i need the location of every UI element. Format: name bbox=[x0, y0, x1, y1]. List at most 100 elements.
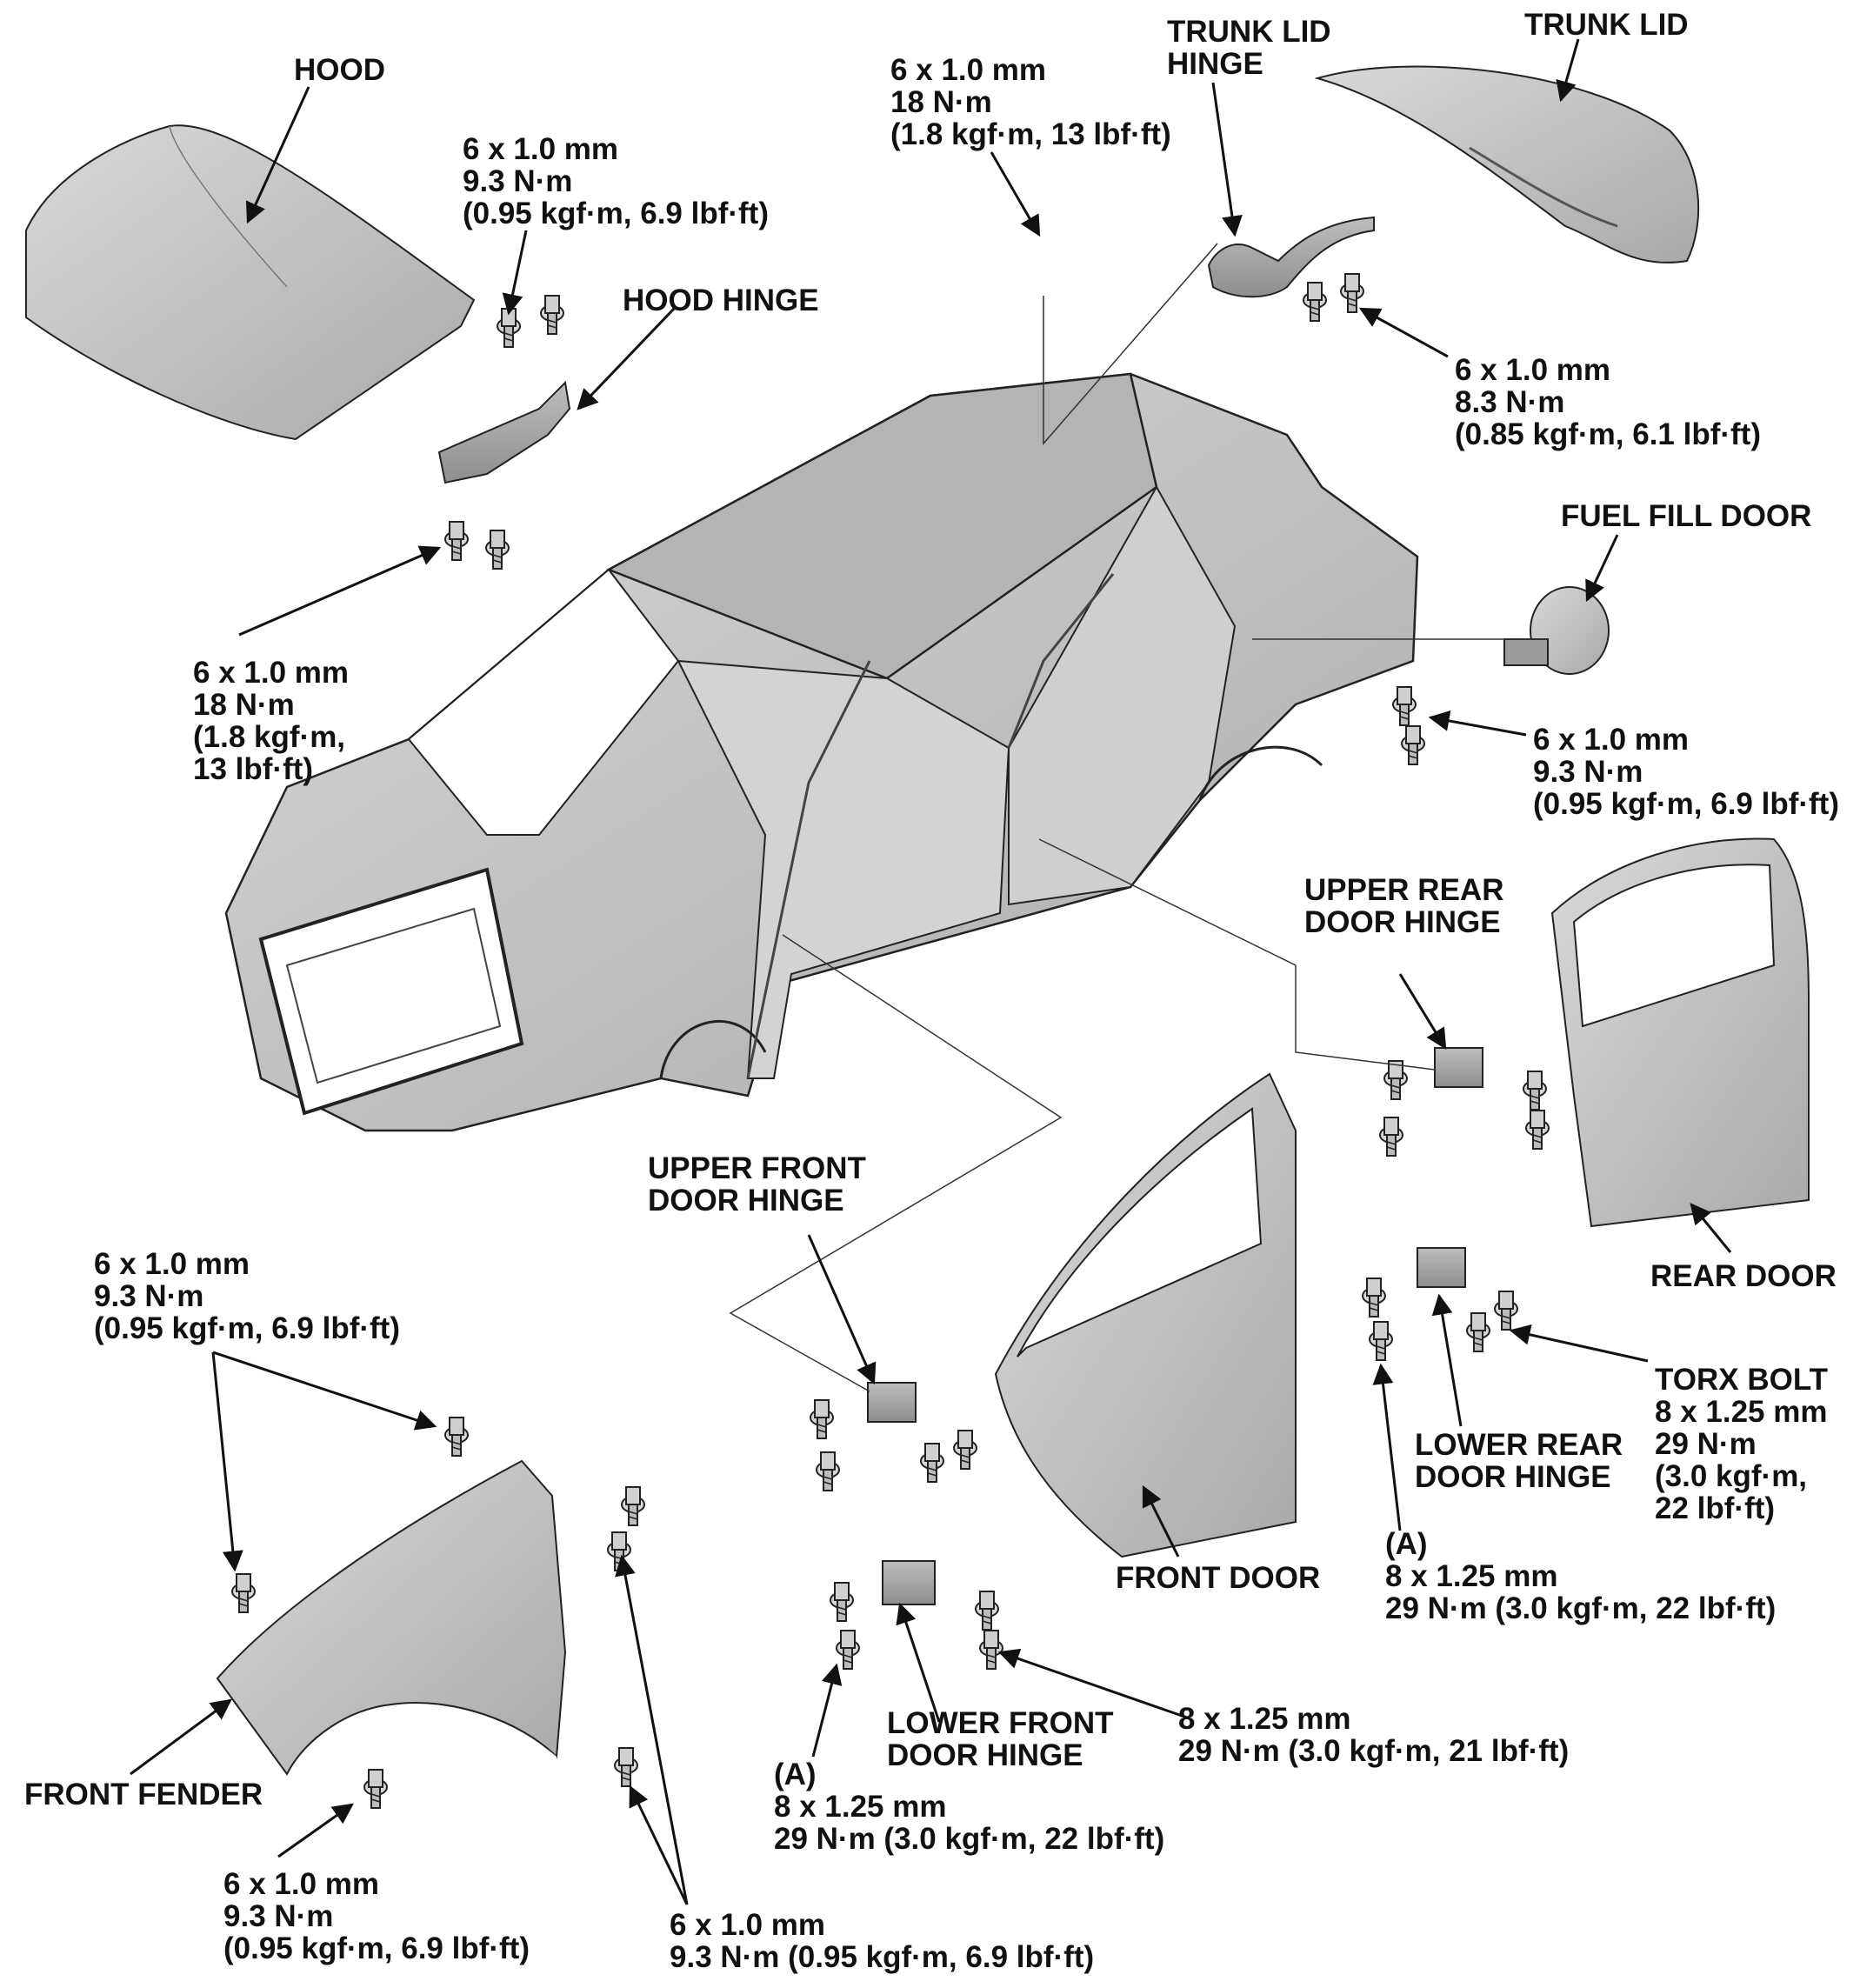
front-hinge-bolt-icon bbox=[953, 1430, 977, 1470]
label-line: (A) bbox=[1385, 1527, 1428, 1561]
label-line: 13 lbf·ft) bbox=[193, 752, 314, 786]
trunk-bolt-icon bbox=[1303, 282, 1327, 322]
label-trunk-lid-hinge: TRUNK LID HINGE bbox=[1167, 16, 1331, 80]
label-line: 6 x 1.0 mm bbox=[193, 656, 349, 690]
label-line: 8 x 1.25 mm bbox=[1385, 1559, 1558, 1593]
label-line: LOWER REAR bbox=[1415, 1428, 1623, 1462]
hood-hinge-part bbox=[437, 380, 571, 484]
lower-front-hinge-part bbox=[882, 1560, 936, 1605]
label-a-rear-torque: (A) 8 x 1.25 mm 29 N·m (3.0 kgf·m, 22 lb… bbox=[1385, 1528, 1776, 1624]
label-line: 8 x 1.25 mm bbox=[1178, 1702, 1351, 1736]
label-line: 29 N·m bbox=[1655, 1427, 1757, 1461]
label-rear-door: REAR DOOR bbox=[1650, 1260, 1837, 1292]
hood-hinge-bolt-icon bbox=[485, 530, 510, 570]
label-line: (0.95 kgf·m, 6.9 lbf·ft) bbox=[463, 197, 769, 230]
label-fuel-fill-door: FUEL FILL DOOR bbox=[1561, 500, 1811, 532]
torx-bolt-icon bbox=[1494, 1291, 1518, 1331]
lower-front-bolt-icon bbox=[979, 1630, 1003, 1670]
label-line: 6 x 1.0 mm bbox=[670, 1908, 825, 1942]
label-line: 9.3 N·m bbox=[1533, 755, 1643, 789]
label-line: TORX BOLT bbox=[1655, 1363, 1828, 1397]
label-line: 9.3 N·m bbox=[223, 1899, 334, 1933]
front-door-part bbox=[994, 1072, 1297, 1558]
front-hinge-bolt-icon bbox=[920, 1443, 944, 1483]
fender-bolt-icon bbox=[621, 1486, 645, 1526]
label-line: (3.0 kgf·m, bbox=[1655, 1459, 1808, 1493]
label-line: 29 N·m (3.0 kgf·m, 21 lbf·ft) bbox=[1178, 1734, 1570, 1768]
trunk-lid-hinge-part bbox=[1207, 216, 1375, 298]
label-line: 6 x 1.0 mm bbox=[890, 53, 1046, 87]
label-front-door: FRONT DOOR bbox=[1116, 1562, 1320, 1594]
label-fender-right-torque: 6 x 1.0 mm 9.3 N·m (0.95 kgf·m, 6.9 lbf·… bbox=[670, 1909, 1094, 1973]
label-line: 6 x 1.0 mm bbox=[463, 132, 618, 166]
label-torx-bolt: TORX BOLT 8 x 1.25 mm 29 N·m (3.0 kgf·m,… bbox=[1655, 1364, 1828, 1524]
label-upper-rear-door-hinge: UPPER REAR DOOR HINGE bbox=[1304, 874, 1503, 938]
upper-rear-hinge-part bbox=[1434, 1047, 1483, 1088]
label-line: 9.3 N·m bbox=[463, 164, 573, 198]
rear-hinge-bolt-icon bbox=[1379, 1117, 1403, 1157]
fender-bolt-icon bbox=[231, 1573, 256, 1613]
label-line: (1.8 kgf·m, bbox=[193, 720, 346, 754]
label-trunk-torque: 6 x 1.0 mm 8.3 N·m (0.85 kgf·m, 6.1 lbf·… bbox=[1455, 354, 1761, 450]
label-hood-hinge-torque: 6 x 1.0 mm 18 N·m (1.8 kgf·m, 13 lbf·ft) bbox=[193, 657, 349, 785]
label-line: 18 N·m bbox=[193, 688, 295, 722]
leader-arrows bbox=[130, 38, 1732, 1905]
label-line: HINGE bbox=[1167, 47, 1263, 81]
label-line: 6 x 1.0 mm bbox=[223, 1867, 379, 1901]
label-line: (0.95 kgf·m, 6.9 lbf·ft) bbox=[1533, 787, 1839, 821]
label-upper-front-door-hinge: UPPER FRONT DOOR HINGE bbox=[648, 1152, 866, 1217]
label-line: DOOR HINGE bbox=[1304, 905, 1501, 939]
hood-bolt-icon bbox=[540, 295, 564, 335]
label-line: FUEL FILL DOOR bbox=[1561, 499, 1812, 533]
hood-panel bbox=[25, 124, 476, 441]
label-line: 8 x 1.25 mm bbox=[774, 1790, 947, 1824]
label-line: DOOR HINGE bbox=[887, 1738, 1083, 1772]
label-line: LOWER FRONT bbox=[887, 1706, 1114, 1740]
guide-lines bbox=[729, 243, 1548, 1392]
label-line: TRUNK LID bbox=[1524, 8, 1689, 42]
label-hood: HOOD bbox=[294, 54, 385, 86]
hood-hinge-bolt-icon bbox=[444, 521, 469, 561]
label-line: (0.85 kgf·m, 6.1 lbf·ft) bbox=[1455, 417, 1761, 451]
label-trunk-lid: TRUNK LID bbox=[1524, 9, 1689, 41]
label-a-front-torque: (A) 8 x 1.25 mm 29 N·m (3.0 kgf·m, 22 lb… bbox=[774, 1758, 1164, 1855]
label-line: 6 x 1.0 mm bbox=[94, 1247, 250, 1281]
rear-door-part bbox=[1550, 837, 1810, 1228]
hood-bolt-icon bbox=[497, 308, 521, 348]
label-line: TRUNK LID bbox=[1167, 15, 1331, 49]
trunk-bolt-icon bbox=[1340, 273, 1364, 313]
label-line: 22 lbf·ft) bbox=[1655, 1491, 1776, 1525]
label-fender-top-torque: 6 x 1.0 mm 9.3 N·m (0.95 kgf·m, 6.9 lbf·… bbox=[94, 1248, 400, 1344]
fuel-bolt-icon bbox=[1401, 725, 1425, 765]
lower-front-bolt-icon bbox=[836, 1630, 860, 1670]
label-lower-front-door-hinge: LOWER FRONT DOOR HINGE bbox=[887, 1707, 1114, 1771]
rear-hinge-bolt-icon bbox=[1523, 1071, 1547, 1111]
label-fender-bottom-torque: 6 x 1.0 mm 9.3 N·m (0.95 kgf·m, 6.9 lbf·… bbox=[223, 1868, 530, 1965]
lower-rear-bolt-icon bbox=[1362, 1278, 1386, 1318]
label-line: 6 x 1.0 mm bbox=[1455, 353, 1610, 387]
label-fuel-torque: 6 x 1.0 mm 9.3 N·m (0.95 kgf·m, 6.9 lbf·… bbox=[1533, 724, 1839, 820]
fender-bolt-icon bbox=[614, 1747, 638, 1787]
lower-front-bolt-icon bbox=[975, 1591, 999, 1631]
label-line: 18 N·m bbox=[890, 85, 992, 119]
label-line: (0.95 kgf·m, 6.9 lbf·ft) bbox=[94, 1311, 400, 1345]
label-roof-torque: 6 x 1.0 mm 18 N·m (1.8 kgf·m, 13 lbf·ft) bbox=[890, 54, 1171, 150]
label-line: 9.3 N·m (0.95 kgf·m, 6.9 lbf·ft) bbox=[670, 1940, 1095, 1974]
label-hood-torque: 6 x 1.0 mm 9.3 N·m (0.95 kgf·m, 6.9 lbf·… bbox=[463, 133, 769, 230]
rear-hinge-bolt-icon bbox=[1383, 1060, 1408, 1100]
label-line: DOOR HINGE bbox=[648, 1184, 844, 1217]
label-line: 9.3 N·m bbox=[94, 1279, 204, 1313]
label-line: 8.3 N·m bbox=[1455, 385, 1565, 419]
label-lower-rear-door-hinge: LOWER REAR DOOR HINGE bbox=[1415, 1429, 1623, 1493]
label-line: (1.8 kgf·m, 13 lbf·ft) bbox=[890, 117, 1171, 151]
label-front-fender: FRONT FENDER bbox=[24, 1778, 263, 1811]
torx-bolt-icon bbox=[1466, 1312, 1490, 1352]
label-line: FRONT DOOR bbox=[1116, 1561, 1321, 1595]
label-line: FRONT FENDER bbox=[24, 1778, 263, 1811]
fender-bolt-icon bbox=[607, 1531, 631, 1571]
label-hood-hinge: HOOD HINGE bbox=[623, 284, 819, 317]
car-body-shell bbox=[224, 372, 1419, 1132]
fuel-fill-door-part bbox=[1503, 586, 1610, 675]
front-fender-part bbox=[216, 1459, 567, 1791]
label-line: (A) bbox=[774, 1758, 817, 1791]
